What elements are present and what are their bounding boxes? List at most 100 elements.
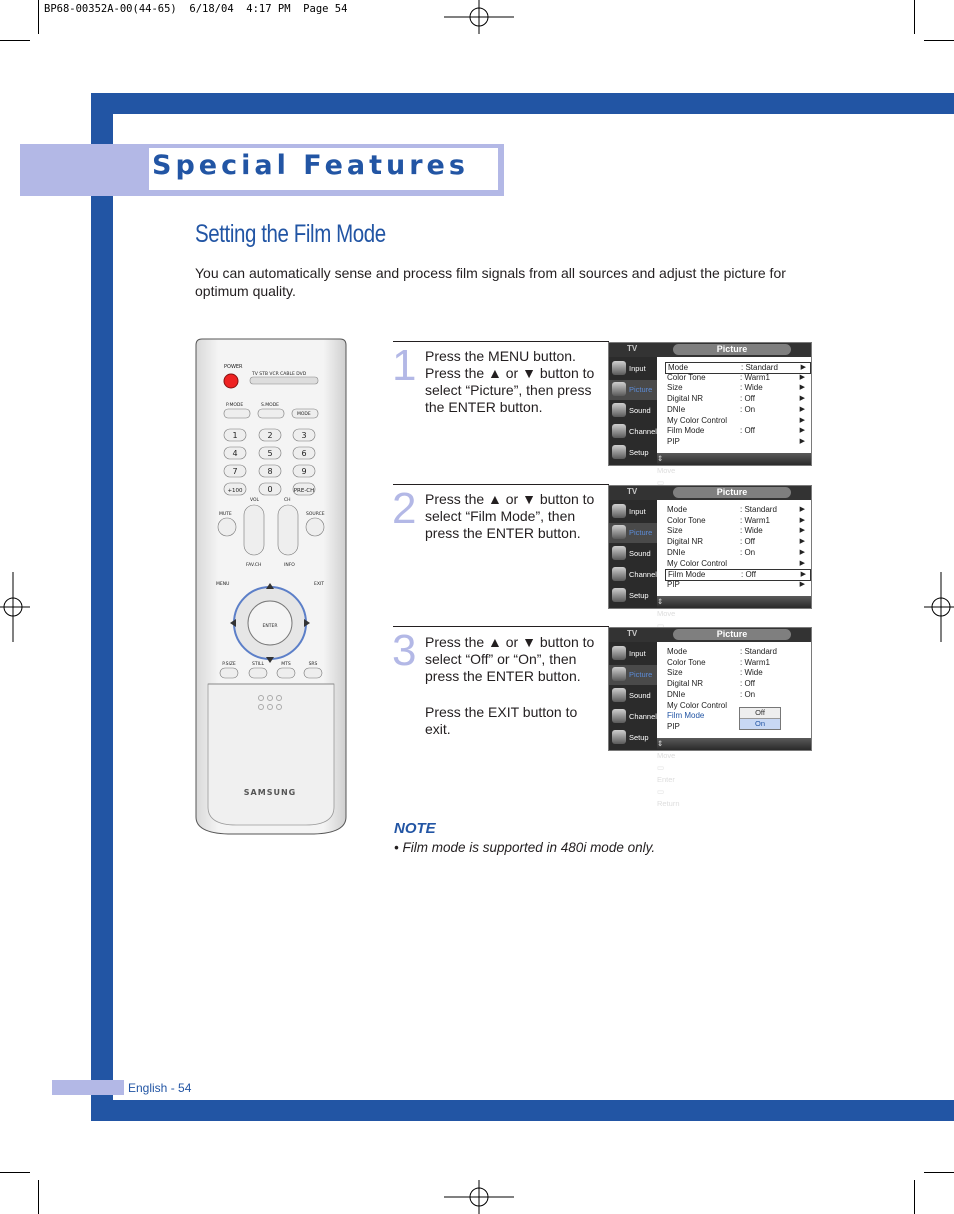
remote-digit-label: 6: [301, 449, 306, 458]
osd-row-label: Film Mode: [667, 426, 705, 436]
remote-info-label: INFO: [284, 562, 295, 568]
channel-icon: [612, 709, 626, 723]
remote-digit-label: +100: [227, 488, 243, 494]
osd-move-label: Move: [657, 609, 676, 618]
page-heading: Setting the Film Mode: [195, 220, 386, 248]
remote-menu-label: MENU: [216, 581, 229, 587]
osd-sidebar-item-setup: Setup: [609, 728, 657, 748]
osd-row-value: : Standard: [741, 363, 778, 372]
osd-row-value: : Standard: [740, 647, 777, 656]
crop-mark: [924, 40, 954, 41]
osd-menu-row: Mode: Standard▶: [665, 505, 809, 515]
osd-menu-row: Digital NR: Off▶: [665, 537, 809, 547]
step-2-number: 2: [392, 484, 417, 533]
osd-move-label: Move: [657, 751, 676, 760]
setup-icon: [612, 445, 626, 459]
osd-row-value: : Wide: [740, 668, 763, 678]
osd-sidebar-item-sound: Sound: [609, 544, 657, 564]
remote-digit-label: 7: [232, 467, 237, 476]
osd-menu-row: My Color Control▶: [665, 559, 809, 569]
frame-left-bar: [91, 93, 113, 1121]
osd-sidebar-label: Channel: [629, 427, 657, 436]
sound-icon: [612, 403, 626, 417]
step-1-rule: [393, 341, 609, 342]
osd-row-label: Film Mode: [668, 570, 706, 580]
osd-move-label: Move: [657, 466, 676, 475]
osd-row-value: : Off: [740, 679, 755, 689]
remote-control: POWER TV STB VCR CABLE DVD P.MODE S.MODE…: [195, 338, 347, 835]
remote-digit-label: PRE-CH: [294, 488, 315, 494]
osd-menu-row: DNIe: On: [665, 690, 809, 700]
osd-row-label: Size: [667, 383, 683, 393]
osd-menu-row: My Color Control▶: [665, 416, 809, 426]
sound-icon: [612, 688, 626, 702]
osd-sidebar-label: Picture: [629, 670, 653, 679]
osd-sidebar-label: Picture: [629, 528, 653, 537]
arrow-right-icon: ▶: [799, 405, 805, 413]
step-3-text: Press the ▲ or ▼ button to select “Off” …: [425, 634, 595, 684]
note-title: NOTE: [394, 820, 436, 837]
registration-mark-top: [444, 0, 514, 34]
osd-sidebar-item-sound: Sound: [609, 401, 657, 421]
osd-menu-row: My Color Control: [665, 701, 809, 711]
page-number: English - 54: [128, 1081, 192, 1095]
osd-menu-row: PIP▶: [665, 437, 809, 447]
remote-digit-label: 2: [267, 431, 272, 440]
osd-sidebar-label: Sound: [629, 691, 651, 700]
input-icon: [612, 361, 626, 375]
crop-mark: [38, 0, 39, 34]
osd-menu-row: Film Mode: Off▶: [665, 569, 811, 582]
osd-help-bar: ⇕Move▭Enter▭Return: [657, 453, 811, 523]
osd-sidebar-label: Sound: [629, 549, 651, 558]
note-text: • Film mode is supported in 480i mode on…: [394, 840, 656, 855]
registration-mark-bottom: [444, 1180, 514, 1214]
picture-icon: [612, 382, 626, 396]
osd-menu-row: Color Tone: Warm1▶: [665, 516, 809, 526]
osd-row-label: DNIe: [667, 547, 686, 557]
crop-mark: [38, 1180, 39, 1214]
osd-row-label: My Color Control: [667, 415, 728, 425]
osd-menu-row: Digital NR: Off: [665, 679, 809, 689]
remote-digit-label: 9: [301, 467, 306, 476]
intro-paragraph: You can automatically sense and process …: [195, 265, 786, 299]
registration-mark-right: [924, 572, 954, 642]
arrow-right-icon: ▶: [799, 527, 805, 535]
osd-option-on: On: [740, 718, 780, 730]
step-1-text: Press the MENU button. Press the ▲ or ▼ …: [425, 348, 595, 415]
input-icon: [612, 646, 626, 660]
step-2-text: Press the ▲ or ▼ button to select “Film …: [425, 491, 595, 541]
osd-sidebar-item-channel: Channel: [609, 707, 657, 727]
osd-menu-row: Color Tone: Warm1: [665, 658, 809, 668]
osd-row-label: Film Mode: [667, 711, 705, 721]
osd-row-label: Mode: [667, 647, 688, 656]
move-icon: ⇕: [657, 597, 664, 606]
osd-sidebar-label: Sound: [629, 406, 651, 415]
osd-row-label: Size: [667, 526, 683, 536]
print-slug: BP68-00352A-00(44-65) 6/18/04 4:17 PM Pa…: [44, 3, 348, 15]
osd-row-label: DNIe: [667, 404, 686, 414]
arrow-right-icon: ▶: [799, 437, 805, 445]
osd-row-value: : Off: [740, 426, 755, 436]
remote-brand: SAMSUNG: [244, 788, 296, 797]
osd-menu-title: Picture: [673, 344, 791, 355]
arrow-right-icon: ▶: [800, 571, 806, 579]
step-1-number: 1: [392, 341, 417, 390]
remote-vol-label: VOL: [250, 497, 260, 503]
osd-sidebar-item-picture: Picture: [609, 665, 657, 685]
arrow-right-icon: ▶: [799, 538, 805, 546]
osd-row-value: : Standard: [740, 505, 777, 514]
channel-icon: [612, 567, 626, 581]
osd-row-label: My Color Control: [667, 558, 728, 568]
arrow-right-icon: ▶: [799, 384, 805, 392]
osd-menu-row: DNIe: On▶: [665, 405, 809, 415]
input-icon: [612, 504, 626, 518]
arrow-right-icon: ▶: [799, 395, 805, 403]
osd-sidebar-label: Setup: [629, 733, 649, 742]
